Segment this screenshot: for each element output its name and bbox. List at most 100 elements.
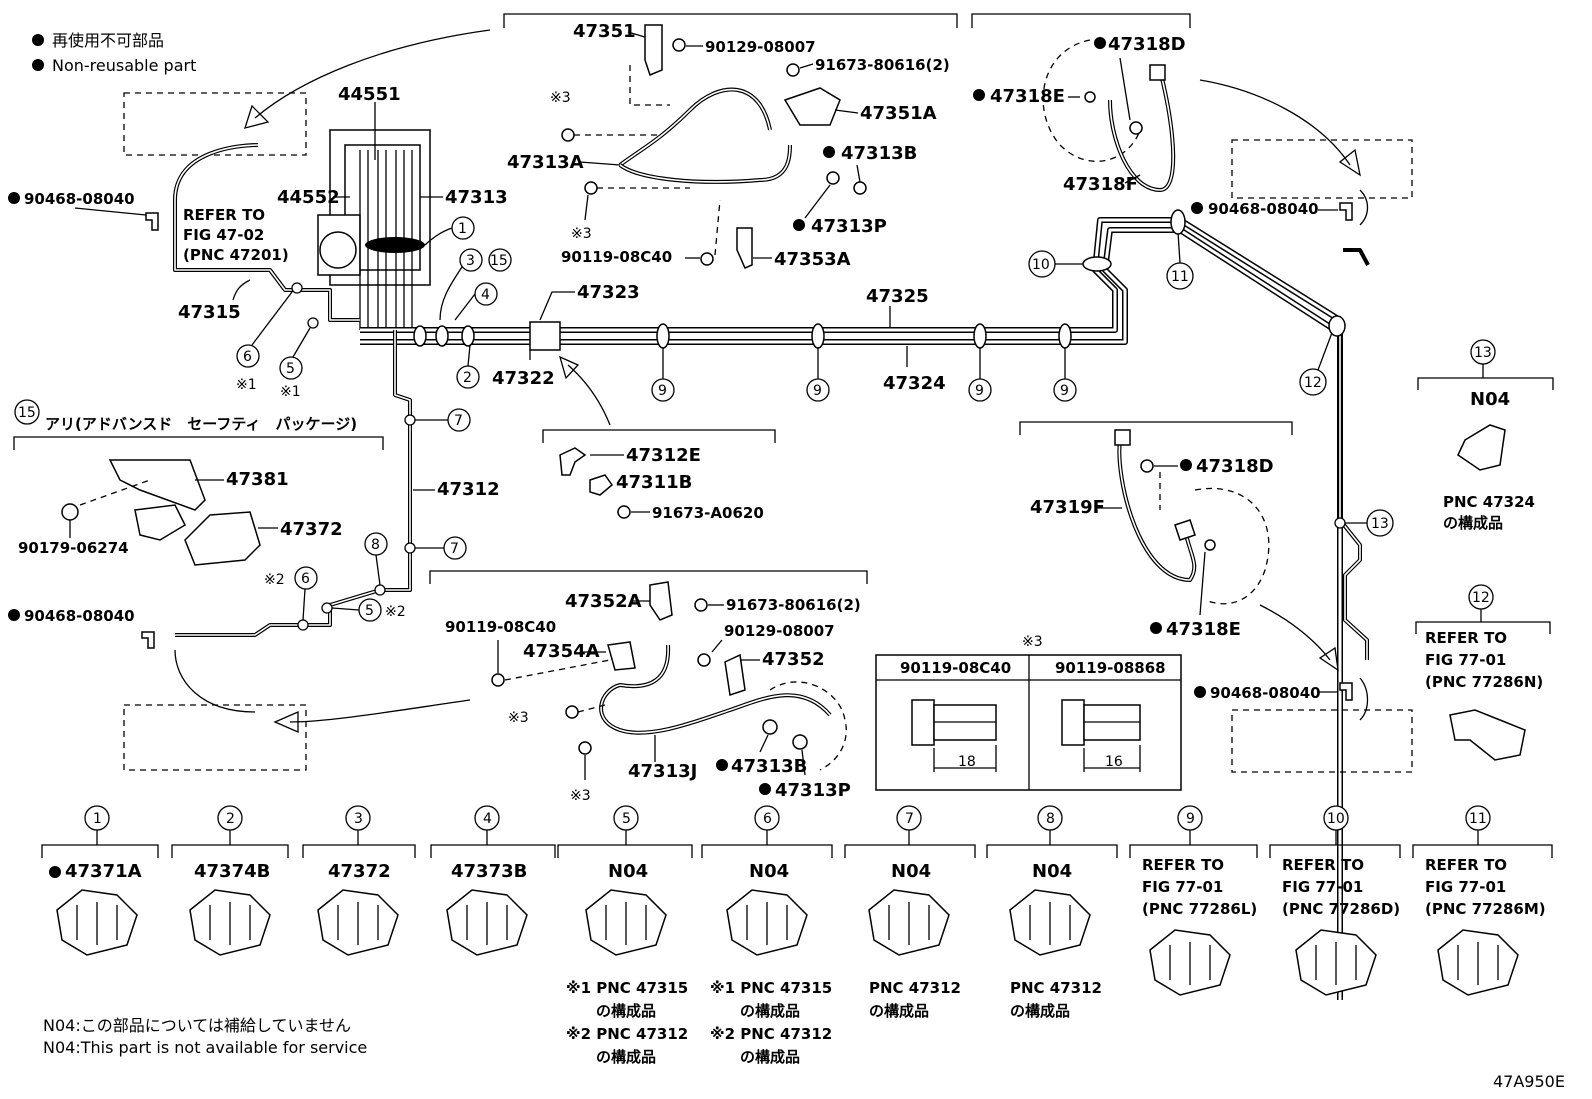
bottom-refer-11-r1: REFER TO — [1425, 856, 1507, 874]
legend-en: Non-reusable part — [52, 56, 196, 75]
part-47313P-b: 47313P — [775, 780, 851, 801]
bottom-title-7: N04 — [891, 861, 931, 882]
bottom-callout-8: 8 — [1046, 811, 1055, 827]
callout-15: 15 — [490, 253, 508, 269]
callout-9c: 9 — [975, 383, 984, 399]
callout-10: 10 — [1032, 257, 1050, 273]
callout-1: 1 — [458, 221, 467, 237]
callout-5b: 5 — [365, 603, 374, 619]
bottom-note-5-note3: ※2 PNC 47312 — [566, 1025, 688, 1043]
group-47352: 47352A 91673-80616(2) 90119-08C40 47354A… — [429, 570, 868, 804]
footnote-en: N04:This part is not available for servi… — [43, 1038, 367, 1057]
part-47372-a: 47372 — [280, 519, 343, 540]
ari-label: アリ(アドバンスド セーフティ パッケージ) — [45, 415, 357, 433]
n04-13: N04 — [1470, 389, 1510, 410]
bottom-title-6: N04 — [749, 861, 789, 882]
part-91673-a: 91673-80616(2) — [815, 56, 950, 74]
part-91673-b: 91673-80616(2) — [726, 596, 861, 614]
part-47351: 47351 — [573, 21, 636, 42]
bottom-refer-10-r1: REFER TO — [1282, 856, 1364, 874]
callout-4: 4 — [481, 287, 490, 303]
refer-12-l2: FIG 77-01 — [1425, 651, 1506, 669]
callouts: 1 3 15 4 2 6 ※1 5 ※1 7 7 8 6 ※2 5 ※2 9 9… — [236, 216, 1394, 622]
bottom-title-8: N04 — [1032, 861, 1072, 882]
part-47318E-a: 47318E — [990, 86, 1065, 107]
callout-9b: 9 — [813, 383, 822, 399]
footnote-jp: N04:この部品については補給していません — [43, 1016, 351, 1035]
mark-3e: ※3 — [1022, 634, 1043, 650]
bottom-refer-11-r3: (PNC 77286M) — [1425, 900, 1546, 918]
mark-2b: ※2 — [385, 604, 406, 620]
legend-dot-icon — [32, 34, 44, 46]
part-47352: 47352 — [762, 649, 825, 670]
group-47351: 47351 90129-08007 91673-80616(2) 47351A … — [503, 13, 958, 270]
bottom-title-2: 47374B — [194, 861, 270, 882]
part-47313P-a: 47313P — [811, 216, 887, 237]
dim-16: 16 — [1105, 754, 1123, 770]
non-reusable-dot-icon — [8, 192, 20, 204]
callout-7: 7 — [454, 413, 463, 429]
part-47323: 47323 — [577, 282, 640, 303]
part-47315: 47315 — [178, 302, 241, 323]
refer-box-bottom-right — [1231, 709, 1413, 773]
mark-3d: ※3 — [570, 788, 591, 804]
part-90468-a: 90468-08040 — [24, 190, 135, 208]
bottom-note-6-note4: の構成品 — [740, 1048, 800, 1066]
bottom-title-4: 47373B — [451, 861, 527, 882]
part-47381: 47381 — [226, 469, 289, 490]
group-47312E: 47312E 47311B 91673-A0620 — [542, 429, 776, 522]
table-head-2: 90119-08868 — [1055, 659, 1166, 677]
part-47312: 47312 — [437, 479, 500, 500]
bottom-note-6-note3: ※2 PNC 47312 — [710, 1025, 832, 1043]
bottom-refer-9-r2: FIG 77-01 — [1142, 878, 1223, 896]
refer-47-02-line3: (PNC 47201) — [183, 246, 289, 264]
part-90129-a: 90129-08007 — [705, 38, 816, 56]
group-47318-top: 47318D 47318E 47318F — [971, 13, 1361, 195]
mark-1: ※1 — [236, 377, 257, 393]
part-47318D-a: 47318D — [1108, 34, 1186, 55]
part-47311B: 47311B — [616, 472, 692, 493]
bottom-callout-6: 6 — [763, 811, 772, 827]
part-47313: 47313 — [445, 187, 508, 208]
part-44551: 44551 — [338, 84, 401, 105]
part-44552: 44552 — [277, 187, 340, 208]
part-91673-A0620: 91673-A0620 — [652, 504, 764, 522]
mark-1b: ※1 — [280, 384, 301, 400]
part-47353A: 47353A — [774, 249, 851, 270]
bottom-callout-5: 5 — [622, 811, 631, 827]
bottom-refer-9-r1: REFER TO — [1142, 856, 1224, 874]
part-47312E: 47312E — [626, 445, 701, 466]
part-47313B-b: 47313B — [731, 756, 807, 777]
refer-box-top-left — [123, 29, 491, 156]
part-47318D-b: 47318D — [1196, 456, 1274, 477]
bottom-refer-10-r3: (PNC 77286D) — [1282, 900, 1400, 918]
callout-6b: 6 — [301, 571, 310, 587]
refer-box-top-right — [1231, 139, 1413, 199]
table-head-1: 90119-08C40 — [900, 659, 1011, 677]
bottom-note-8-note1: PNC 47312 — [1010, 979, 1102, 997]
group-13: 13 N04 PNC 47324 の構成品 — [1417, 339, 1554, 532]
kousei-13: の構成品 — [1443, 514, 1503, 532]
part-90468-c: 90468-08040 — [1208, 200, 1319, 218]
callout-12: 12 — [1304, 375, 1322, 391]
part-47318E-b: 47318E — [1166, 619, 1241, 640]
callout-8: 8 — [371, 537, 380, 553]
callout-5: 5 — [286, 361, 295, 377]
callout-11: 11 — [1171, 269, 1189, 285]
part-90179: 90179-06274 — [18, 539, 129, 557]
bottom-title-3: 47372 — [328, 861, 391, 882]
bottom-refer-11-r2: FIG 77-01 — [1425, 878, 1506, 896]
bottom-callout-1: 1 — [93, 811, 102, 827]
part-47319F: 47319F — [1030, 497, 1105, 518]
